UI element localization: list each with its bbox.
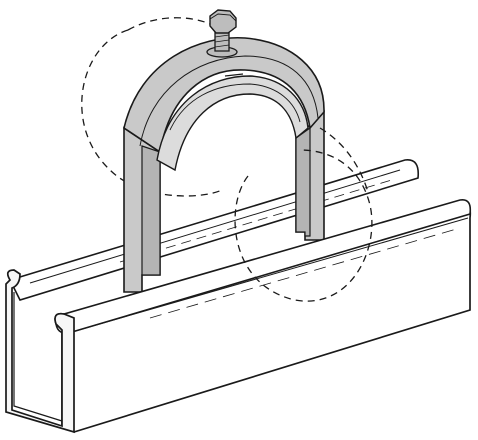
pipe-outline-upper: [81, 29, 223, 197]
channel-front-lip-line: [71, 217, 469, 333]
bolt-thread-3: [214, 44, 230, 48]
bolt-head: [209, 9, 237, 34]
saddle-inner-line: [169, 83, 301, 131]
clamp-leg-right-shade: [295, 126, 311, 237]
channel-end-inner-wall: [13, 292, 63, 422]
channel-end-section: [5, 269, 75, 434]
channel-front-lip-dash: [149, 227, 461, 319]
bolt-head-face: [209, 13, 237, 22]
clamp-arch: [123, 36, 325, 154]
saddle-slot: [224, 73, 244, 77]
clamp-leg-left-shade: [141, 145, 161, 276]
bolt-thread-2: [214, 39, 230, 43]
bolt-thread-1: [214, 34, 230, 38]
channel-back-lip-line: [29, 169, 401, 284]
pipe-outline-lower: [234, 149, 373, 302]
pipe-outline-lower-link: [319, 127, 369, 193]
clamp-arch-edge: [139, 55, 319, 147]
